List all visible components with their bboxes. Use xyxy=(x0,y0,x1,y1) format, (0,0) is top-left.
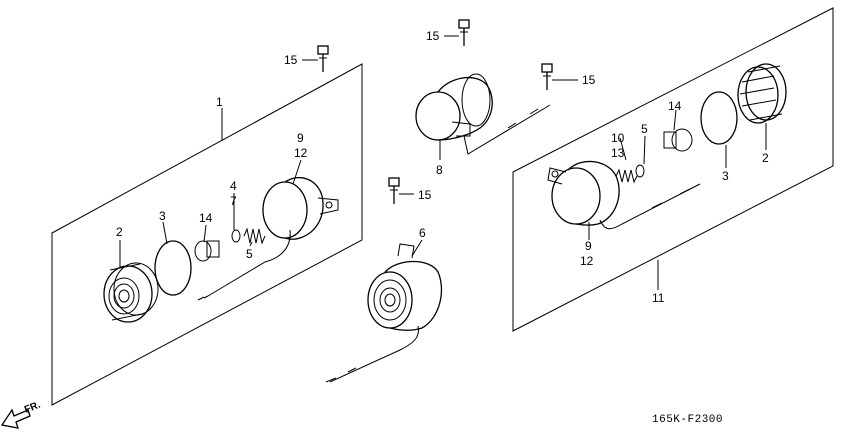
front-direction-arrow: FR. xyxy=(0,399,42,429)
callout-12-right: 12 xyxy=(580,254,594,268)
callout-6: 6 xyxy=(419,226,426,240)
callout-9-right: 9 xyxy=(585,239,592,253)
right-gasket-part xyxy=(700,91,738,145)
left-spring-part xyxy=(243,227,266,245)
callout-7: 7 xyxy=(230,194,237,208)
callout-9-left: 9 xyxy=(297,131,304,145)
right-bulb-part xyxy=(663,128,693,152)
callout-1: 1 xyxy=(216,95,223,109)
callout-13: 13 xyxy=(611,146,625,160)
diagram-code: 165K-F2300 xyxy=(652,414,723,426)
left-wire xyxy=(207,229,291,297)
bolt-top-mid xyxy=(458,19,470,46)
callout-4: 4 xyxy=(230,179,237,193)
left-gasket-part xyxy=(154,240,192,296)
callout-2-left: 2 xyxy=(116,225,123,239)
callout-5-left: 5 xyxy=(246,247,253,261)
callout-15-top-mid: 15 xyxy=(426,29,440,43)
right-lens-part xyxy=(737,63,787,124)
callout-12-left: 12 xyxy=(294,146,308,160)
callout-3-right: 3 xyxy=(722,169,729,183)
bolt-top-left xyxy=(317,45,329,72)
bolt-mid xyxy=(388,177,400,204)
right-assembly-panel xyxy=(512,7,834,332)
callout-14-left: 14 xyxy=(199,211,213,225)
bolt-top-right xyxy=(541,63,553,90)
turn-signal-6 xyxy=(325,243,443,383)
callout-15-mid: 15 xyxy=(418,188,432,202)
callout-15-top-left: 15 xyxy=(284,53,298,67)
callout-3-left: 3 xyxy=(159,209,166,223)
front-direction-label: FR. xyxy=(23,399,42,415)
callout-11: 11 xyxy=(652,291,665,305)
callout-14-right: 14 xyxy=(668,99,682,113)
left-lens-part xyxy=(103,262,159,323)
callout-8: 8 xyxy=(436,163,443,177)
right-spring-part xyxy=(615,164,645,184)
turn-signal-8 xyxy=(415,73,551,155)
callout-15-top-right: 15 xyxy=(582,73,596,87)
callout-10: 10 xyxy=(611,131,625,145)
left-assembly-panel xyxy=(51,63,363,406)
left-housing-part xyxy=(262,177,339,240)
callout-2-right: 2 xyxy=(762,151,769,165)
left-bulb-part xyxy=(194,240,220,262)
right-housing-part xyxy=(547,160,701,230)
leader-lines xyxy=(119,35,767,290)
callout-5-right: 5 xyxy=(641,122,648,136)
left-washer-part xyxy=(231,229,241,243)
